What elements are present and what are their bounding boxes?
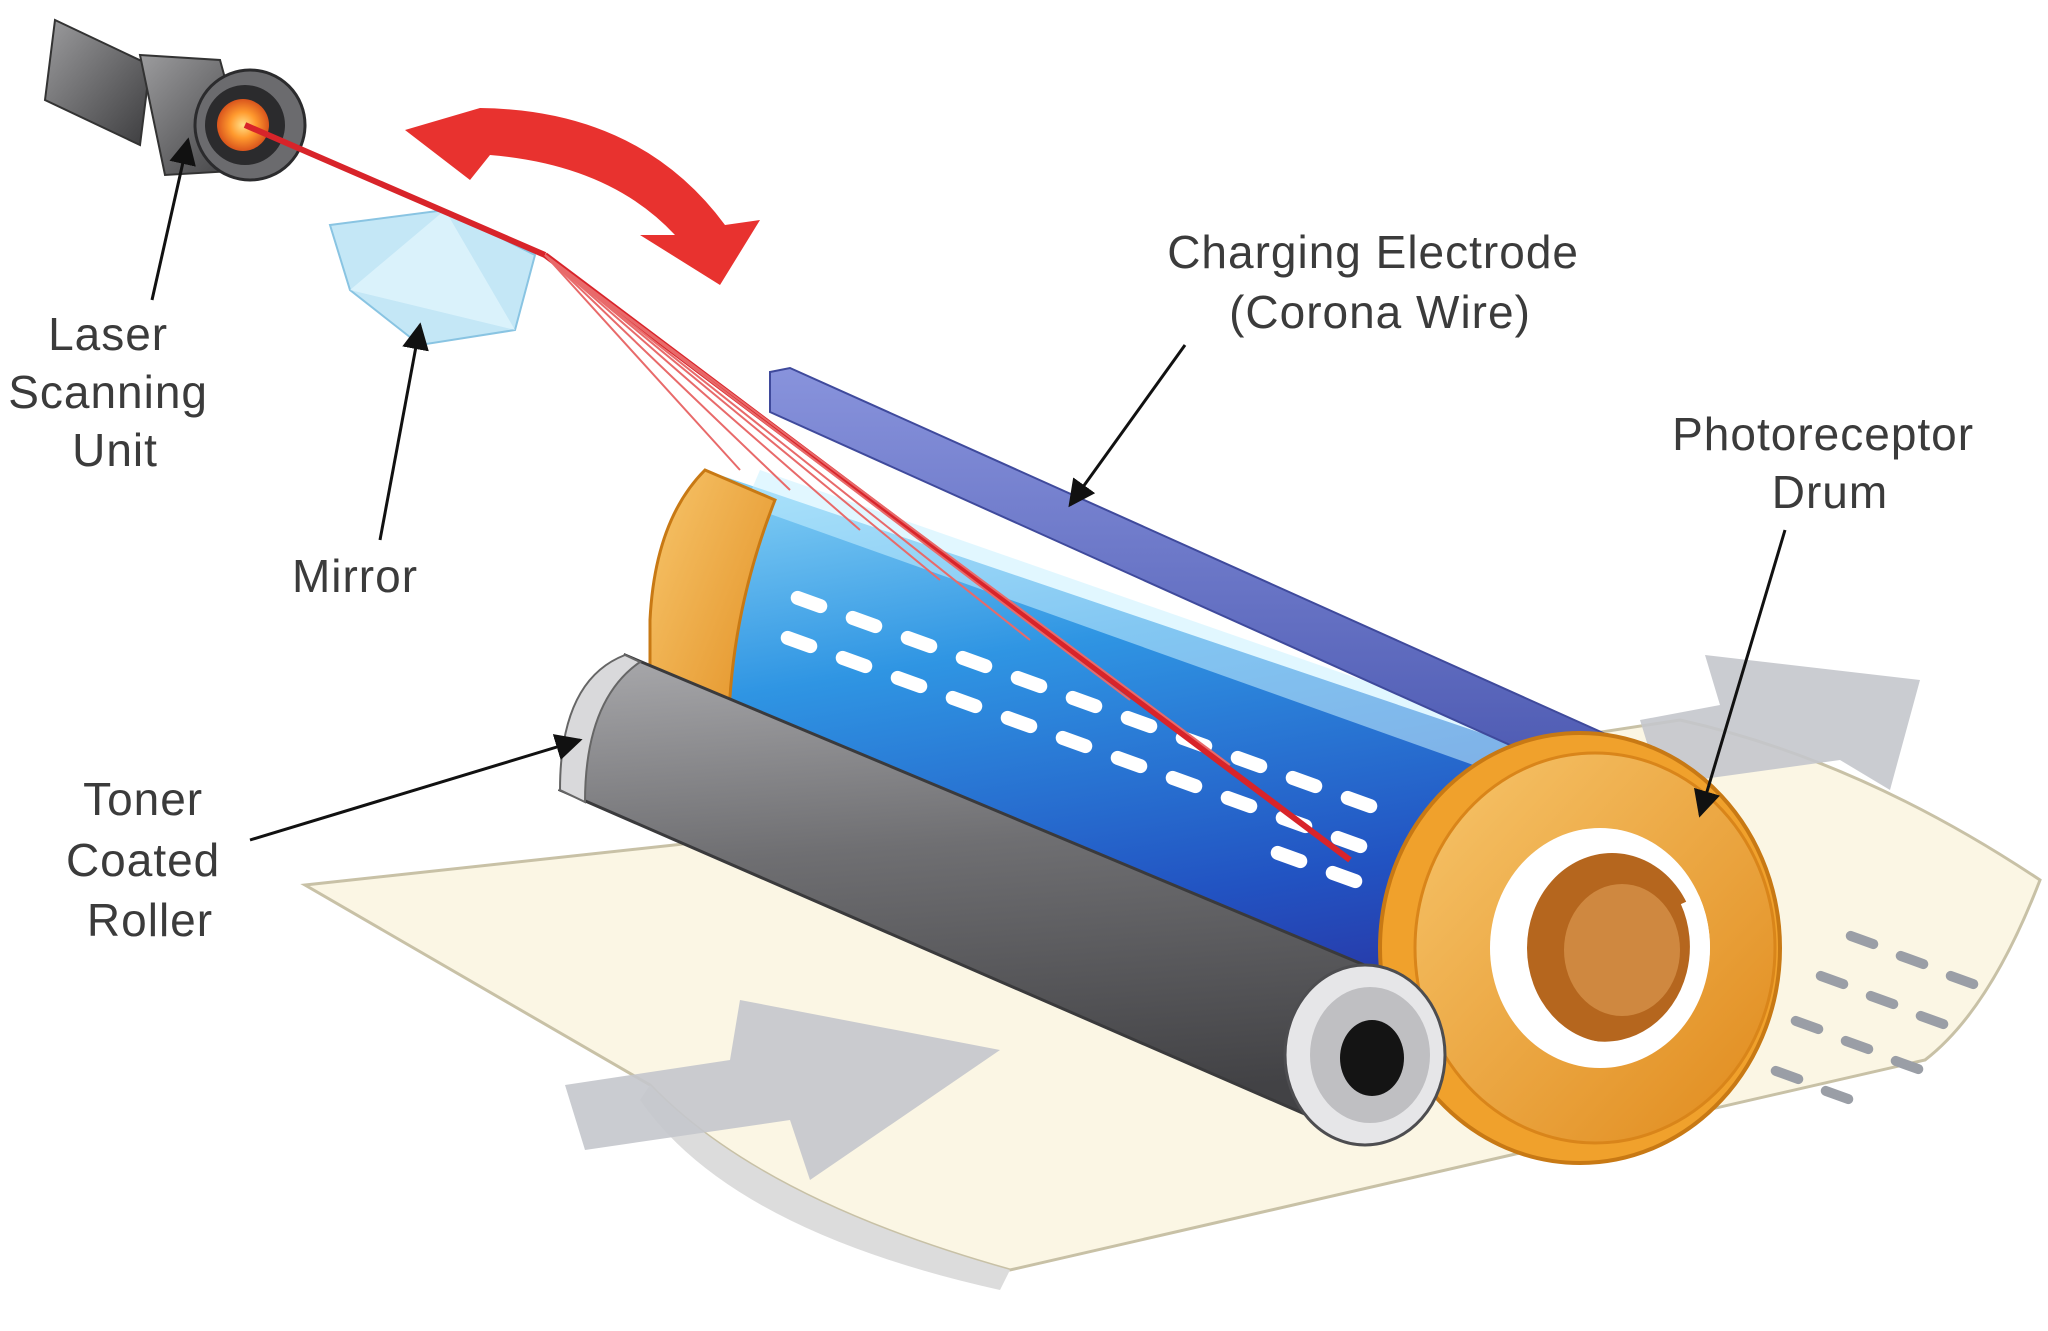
label-charging-electrode: Charging Electrode (Corona Wire): [1167, 226, 1593, 338]
roller-right-end: [1285, 965, 1445, 1145]
laser-scanning-unit: [45, 20, 305, 180]
drum-right-end: [1380, 733, 1780, 1163]
label-photoreceptor-drum: Photoreceptor Drum: [1672, 408, 1988, 518]
label-laser-scanning-unit: Laser Scanning Unit: [8, 308, 222, 476]
label-mirror: Mirror: [292, 550, 418, 602]
label-toner-coated-roller: Toner Coated Roller: [66, 773, 234, 946]
